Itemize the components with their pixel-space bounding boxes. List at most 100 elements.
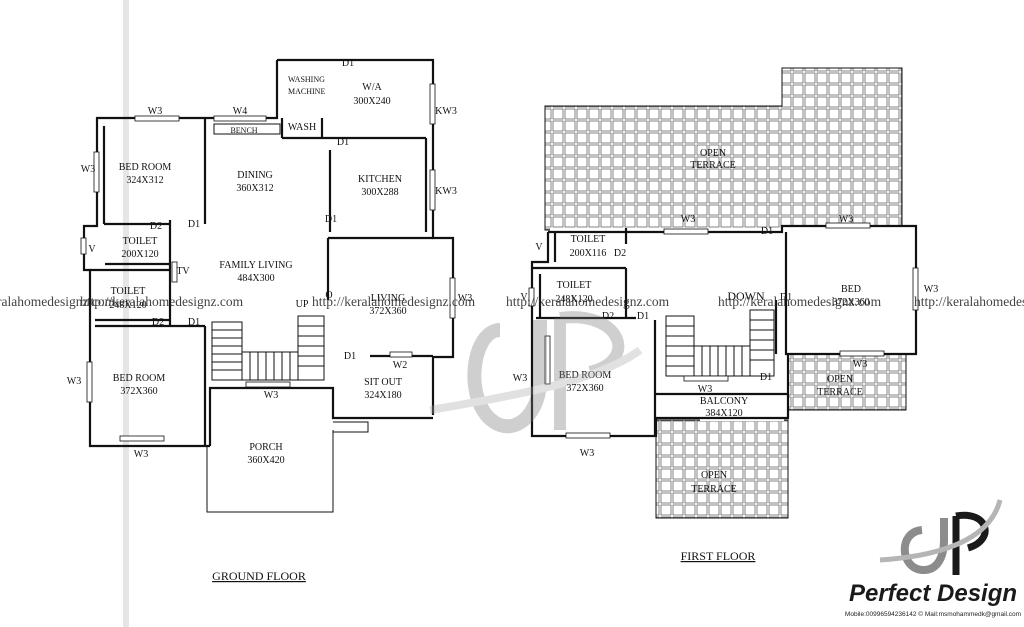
gf-window [119,435,165,442]
gf-window [389,351,413,358]
gf-window [245,381,291,388]
gf-step [333,421,369,433]
gf-tag: TV [176,266,190,277]
gf-tag: D1 [344,351,356,362]
ff-tag: W3 [513,373,527,384]
ff-toilet1-name: TOILET [571,234,606,245]
ff-terrace3-line1: OPEN [701,470,727,481]
ff-toilet1-size: 200X116 [570,248,607,259]
ff-tag: W3 [839,214,853,225]
gf-bedroom2-name: BED ROOM [113,373,166,384]
gf-window [429,83,436,125]
gf-bench [213,123,281,135]
watermark-text: http://keralahomedesignz.com [80,294,244,309]
dp-logo-watermark [429,311,643,434]
gf-tag: O [325,290,332,301]
ff-bed-size: 372X360 [832,297,869,308]
watermark-text: http://keralahomedesignz.com [718,294,882,309]
gf-tag: D1 [337,137,349,148]
brand-contact: Mobile:00996594236142 © Mail:msmohammedk… [845,610,1021,618]
gf-tag: V [88,244,96,255]
gf-bedroom2-size: 372X360 [120,386,157,397]
ff-window [912,267,919,311]
gf-tag: D2 [152,317,164,328]
brand-logo-icon [879,499,1003,575]
gf-tag: W3 [67,376,81,387]
watermark-text: http://keralahomedesignz.com [506,294,670,309]
gf-tag: W3 [134,449,148,460]
ff-tag: D1 [780,292,792,303]
ff-toilet2-size: 248X120 [555,294,592,305]
gf-tag: W3 [264,390,278,401]
gf-sitout-size: 324X180 [364,390,401,401]
brand-block: Perfect Design Mobile:00996594236142 © M… [845,499,1021,618]
ff-bedroom-size: 372X360 [566,383,603,394]
ground-floor-plan: WASHING MACHINE W/A 300X240 WASH BENCH B… [67,58,472,583]
gf-bedroom1-size: 324X312 [126,175,163,186]
gf-toilet2-size: 248X120 [109,300,146,311]
ff-tag: W3 [698,384,712,395]
gf-window [80,237,87,255]
gf-toilet2-name: TOILET [111,286,146,297]
watermark-text: http://keralahomedesignz.com [312,294,476,309]
ff-tag: V [535,242,543,253]
gf-tag: D1 [188,219,200,230]
ff-wall [548,224,918,356]
ff-tag: D1 [760,372,772,383]
gf-kitchen-size: 300X288 [361,187,398,198]
gf-window [134,115,180,122]
ff-staircase [665,309,775,377]
gf-porch [206,430,334,513]
gf-tag: W4 [233,106,247,117]
gf-window [449,277,456,319]
gf-tag: D1 [188,317,200,328]
gf-tag: W3 [81,164,95,175]
ff-tag: D1 [761,226,773,237]
ff-terrace3-line2: TERRACE [691,484,737,495]
ff-bed-name: BED [841,284,861,295]
gf-window [171,261,178,283]
gf-washing-label: WASHING [288,75,325,84]
gf-toilet1-name: TOILET [123,236,158,247]
ff-tag: W3 [681,214,695,225]
ff-terrace-bottom [655,419,789,519]
ff-balcony-size: 384X120 [705,408,742,419]
gf-family-name: FAMILY LIVING [219,260,292,271]
ff-toilet2-name: TOILET [557,280,592,291]
gf-window [213,115,267,122]
gf-staircase [211,315,325,381]
ff-tag: W3 [924,284,938,295]
gf-washing-label: MACHINE [288,87,325,96]
gf-tag: KW3 [435,106,457,117]
gf-wa-size: 300X240 [353,96,390,107]
first-floor-plan: OPEN TERRACE TOILET 200X116 TOILET 248X1… [513,67,938,563]
ff-terrace-right [787,353,907,411]
gf-tag: D1 [325,214,337,225]
gf-tag: W3 [458,293,472,304]
gf-bench-label: BENCH [230,126,257,135]
ff-terrace1-line2: TERRACE [690,160,736,171]
gf-tag: D1 [342,58,354,69]
ff-window [839,350,885,357]
ff-balcony-name: BALCONY [700,396,748,407]
ff-down-label: DOWN [727,289,765,303]
watermark-text: http://keralahomedesignz.com [0,294,116,309]
gf-dining-size: 360X312 [236,183,273,194]
ff-tag: W3 [853,359,867,370]
ff-window [663,228,709,235]
gf-window [93,151,100,193]
ff-terrace2-line2: TERRACE [817,387,863,398]
watermark-text: http://keralahomedesignz.com [914,294,1024,309]
gf-wash-label: WASH [288,122,316,133]
ff-window [825,222,871,229]
gf-wa-name: W/A [362,82,382,93]
gf-kitchen-name: KITCHEN [358,174,402,185]
gf-tag: W2 [393,360,407,371]
gf-sitout-name: SIT OUT [364,377,402,388]
brand-name: Perfect Design [849,580,1017,607]
gf-window [429,169,436,211]
ff-bedroom-name: BED ROOM [559,370,612,381]
gf-tag: D2 [150,221,162,232]
gf-porch-name: PORCH [249,442,282,453]
